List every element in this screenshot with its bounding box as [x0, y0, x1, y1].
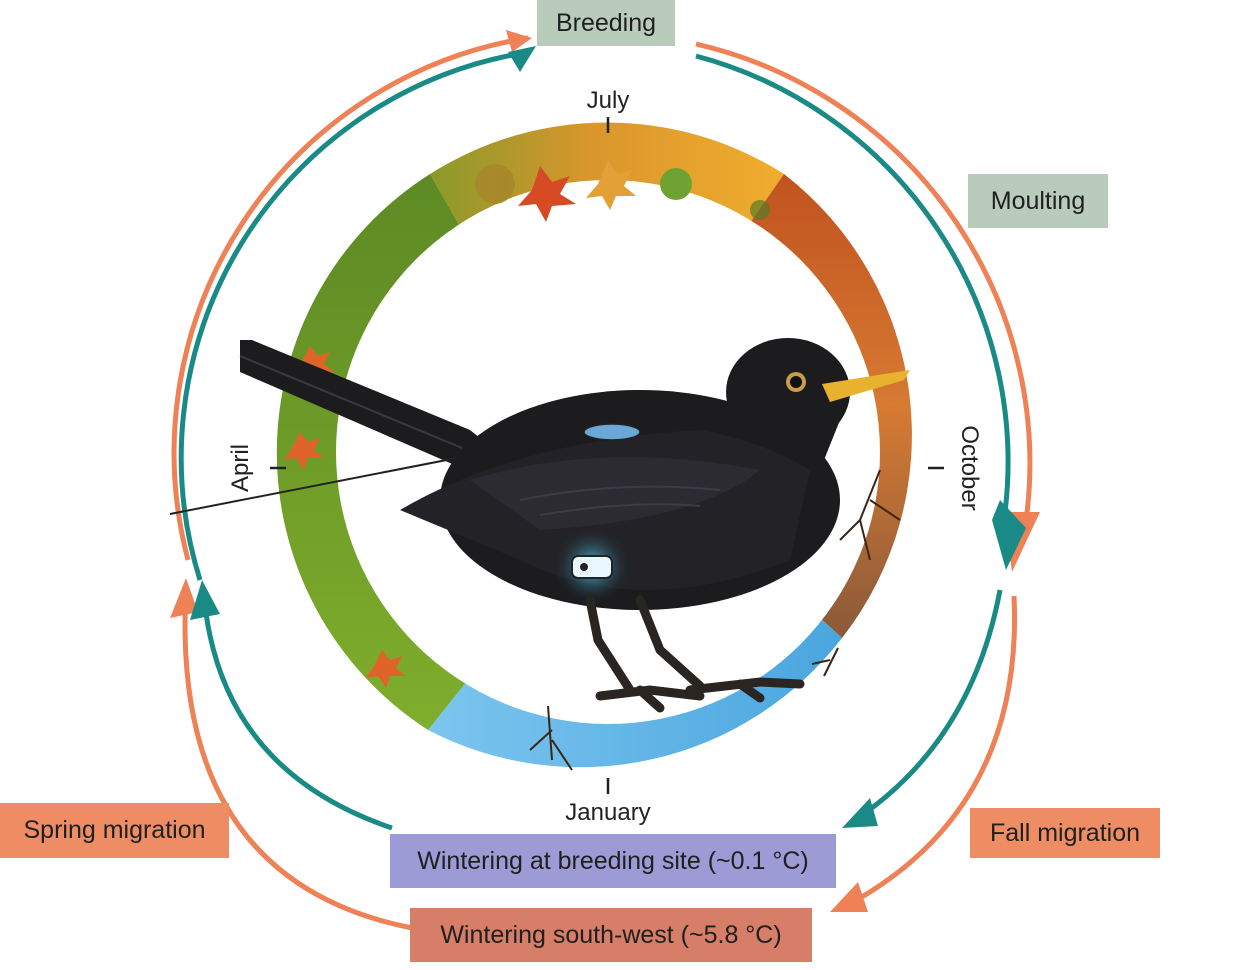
wintering-south-west-label: Wintering south-west (~5.8 °C) [410, 908, 812, 962]
orange-arrow-spring-top [171, 35, 529, 561]
teal-arrow-spring-top [178, 49, 531, 581]
twig-decoration [529, 469, 901, 771]
tracking-tag [571, 555, 613, 579]
cycle-arrows [170, 30, 1040, 931]
teal-arrow-fall [856, 589, 1003, 821]
arrowhead-southwest-orange [830, 882, 868, 912]
month-april: April [227, 444, 254, 492]
month-october: October [956, 425, 983, 510]
teal-arrow-spring-bottom [201, 595, 393, 831]
bird-legs [585, 595, 805, 713]
teal-arrow-right [695, 53, 1011, 521]
breeding-label: Breeding [537, 0, 675, 46]
month-january: January [565, 799, 650, 826]
season-winter-segment [428, 600, 842, 768]
moulting-label: Moulting [968, 174, 1108, 228]
arrowhead-breeding-orange [506, 30, 532, 52]
season-spring-segment [276, 174, 468, 730]
arrowhead-spring-teal [190, 580, 220, 620]
orange-arrow-fall [844, 595, 1018, 909]
spring-migration-label: Spring migration [0, 803, 229, 858]
bird-beak [822, 370, 910, 402]
fall-migration-label: Fall migration [970, 808, 1160, 858]
bird-wing [470, 457, 760, 530]
leaf-decoration [284, 160, 770, 688]
wintering-breeding-site-label: Wintering at breeding site (~0.1 °C) [390, 834, 836, 888]
bird-head [726, 338, 850, 446]
blackbird-illustration [169, 338, 910, 713]
orange-arrow-right [695, 41, 1033, 535]
back-tag [583, 423, 641, 441]
month-july: July [587, 87, 630, 114]
arrowhead-wintering-teal [842, 798, 878, 828]
arrowhead-spring-orange [170, 578, 198, 618]
orange-arrow-spring-bottom [182, 589, 413, 931]
arrowhead-october-teal [992, 500, 1026, 570]
arrowhead-breeding-teal [508, 46, 536, 72]
